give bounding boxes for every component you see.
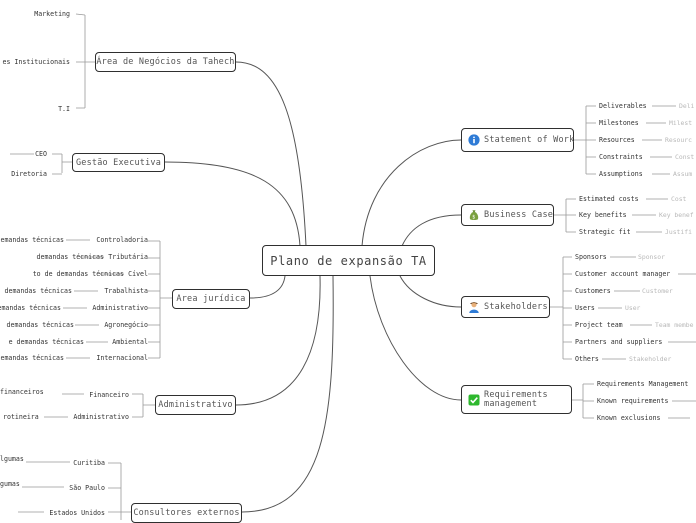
sow-item-constraints[interactable]: Constraints (599, 153, 643, 161)
sh-item-sponsors[interactable]: Sponsors (575, 253, 607, 261)
topic-area-juridica[interactable]: Area jurídica (172, 289, 250, 309)
juridica-desc: demandas técnicas (36, 253, 105, 261)
juridica-desc: to de demandas técnicas (32, 270, 124, 278)
sow-item-assumptions[interactable]: Assumptions (599, 170, 643, 178)
link-consultores (241, 275, 334, 513)
subtopic-ti[interactable]: T.I (58, 105, 70, 113)
link-area-negocios (235, 61, 307, 247)
bc-hint: Justifi (665, 228, 692, 236)
juridica-item-controladoria[interactable]: Controladoria (96, 236, 148, 244)
juridica-item-administrativo[interactable]: Administrativo (92, 304, 148, 312)
topic-label: Area jurídica (176, 294, 246, 304)
topic-label: Consultores externos (133, 508, 240, 518)
topic-label: Business Case (484, 210, 554, 220)
link-stakeholders (399, 275, 462, 308)
juridica-desc: demandas técnicas (4, 287, 73, 295)
person-icon (469, 302, 479, 313)
juridica-desc: emandas técnicas (0, 236, 64, 244)
admin-desc: financeiros (0, 388, 44, 396)
sh-hint: Sponsor (638, 253, 665, 261)
sh-item-project-team[interactable]: Project team (575, 321, 623, 329)
bc-item-strategic-fit[interactable]: Strategic fit (579, 228, 631, 236)
sh-item-partners-suppliers[interactable]: Partners and suppliers (575, 338, 663, 346)
topic-label: Statement of Work (484, 135, 575, 145)
juridica-desc: emandas técnicas (0, 354, 64, 362)
bc-item-estimated-costs[interactable]: Estimated costs (579, 195, 639, 203)
topic-stakeholders[interactable]: Stakeholders (461, 296, 550, 318)
info-icon (468, 134, 480, 146)
link-administrativo (235, 275, 321, 406)
checkbox-icon (468, 394, 480, 405)
bc-hint: Cost (671, 195, 687, 203)
topic-requirements-management[interactable]: Requirements management (461, 385, 572, 414)
sow-hint: Milest (669, 119, 693, 127)
subtopic-diretoria[interactable]: Diretoria (11, 170, 47, 178)
bc-item-key-benefits[interactable]: Key benefits (579, 211, 627, 219)
juridica-item-trabalhista[interactable]: Trabalhista (104, 287, 148, 295)
topic-label: Stakeholders (484, 302, 548, 312)
sow-item-deliverables[interactable]: Deliverables (599, 102, 647, 110)
topic-area-negocios[interactable]: Área de Negócios da Tahech (95, 52, 236, 72)
juridica-item-agronegocio[interactable]: Agronegócio (104, 321, 148, 329)
juridica-desc: e demandas técnicas (8, 338, 84, 346)
sh-item-customers[interactable]: Customers (575, 287, 611, 295)
req-item-known-exclusions[interactable]: Known exclusions (597, 414, 661, 422)
topic-statement-of-work[interactable]: Statement of Work (461, 128, 574, 152)
sh-item-customer-account-manager[interactable]: Customer account manager (575, 270, 671, 278)
topic-business-case[interactable]: $ Business Case (461, 204, 554, 226)
topic-administrativo[interactable]: Administrativo (155, 395, 236, 415)
sh-hint: Team membe (655, 321, 694, 329)
admin-item-financeiro[interactable]: Financeiro (89, 391, 129, 399)
consultor-desc: gumas (0, 480, 20, 488)
sow-hint: Const (675, 153, 695, 161)
topic-label: Área de Negócios da Tahech (96, 57, 235, 67)
consultor-item-sao-paulo[interactable]: São Paulo (69, 484, 105, 492)
juridica-item-ambiental[interactable]: Ambiental (112, 338, 148, 346)
juridica-item-internacional[interactable]: Internacional (96, 354, 148, 362)
link-gestao-executiva (164, 161, 301, 247)
sow-item-resources[interactable]: Resources (599, 136, 635, 144)
consultor-item-estados-unidos[interactable]: Estados Unidos (49, 509, 105, 517)
juridica-item-tributaria[interactable]: Tributária (108, 253, 148, 261)
subtopic-institucionais[interactable]: es Institucionais (2, 58, 71, 66)
juridica-desc: emandas técnicas (0, 304, 61, 312)
topic-gestao-executiva[interactable]: Gestão Executiva (72, 153, 165, 172)
sh-hint: User (625, 304, 641, 312)
sow-hint: Resourc (665, 136, 692, 144)
sow-hint: Assum (673, 170, 693, 178)
admin-item-administrativo[interactable]: Administrativo (73, 413, 129, 421)
juridica-desc: demandas técnicas (6, 321, 75, 329)
subtopic-marketing[interactable]: Marketing (34, 10, 70, 18)
topic-label: Gestão Executiva (75, 157, 162, 168)
link-area-juridica (249, 275, 286, 299)
admin-desc: rotineira (3, 413, 39, 421)
consultor-desc: lgumas (0, 455, 24, 463)
sow-item-milestones[interactable]: Milestones (599, 119, 639, 127)
bc-hint: Key benef (659, 211, 694, 219)
topic-consultores-externos[interactable]: Consultores externos (131, 503, 242, 523)
link-statement (361, 139, 462, 247)
req-item-known-requirements[interactable]: Known requirements (597, 397, 669, 405)
sh-item-users[interactable]: Users (575, 304, 595, 312)
sh-item-others[interactable]: Others (575, 355, 599, 363)
subtopic-ceo[interactable]: CEO (35, 150, 47, 158)
sow-hint: Deli (679, 102, 695, 110)
svg-text:$: $ (472, 214, 475, 220)
topic-label: Requirements management (484, 389, 548, 409)
topic-label: Administrativo (158, 400, 233, 410)
juridica-item-civel[interactable]: Cível (128, 270, 148, 278)
sh-hint: Customer (642, 287, 673, 295)
central-topic-label: Plano de expansão TA (270, 253, 427, 268)
link-requirements (369, 275, 462, 401)
sh-hint: Stakeholder (629, 355, 672, 363)
central-topic[interactable]: Plano de expansão TA (262, 245, 435, 276)
req-item-requirements-management[interactable]: Requirements Management (597, 380, 689, 388)
money-bag-icon: $ (469, 210, 479, 220)
consultor-item-curitiba[interactable]: Curitiba (73, 459, 105, 467)
link-business-case (401, 214, 462, 247)
